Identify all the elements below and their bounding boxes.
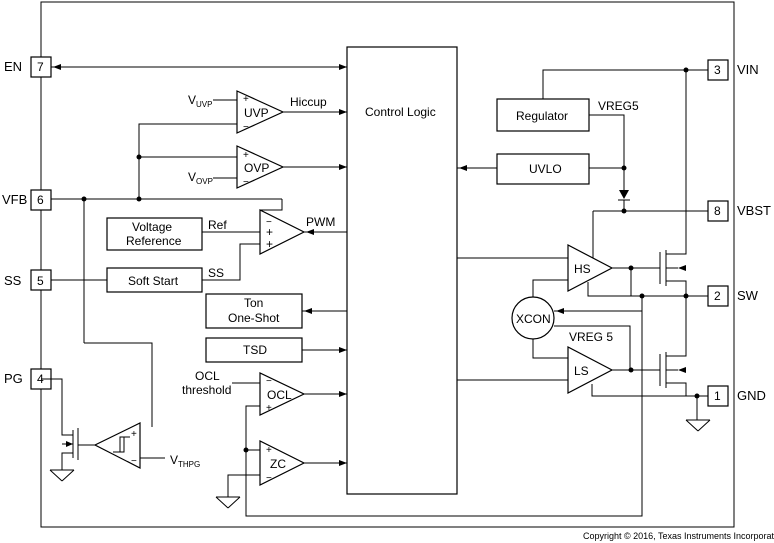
hs-driver: HS [567, 244, 614, 292]
ground-symbol-pg [49, 469, 75, 482]
svg-text:+: + [131, 429, 137, 440]
pin-sw: 2 SW [707, 285, 759, 307]
pin-gnd-number: 1 [714, 389, 721, 403]
svg-text:−: − [266, 473, 272, 484]
ground-symbol-zc [215, 496, 241, 509]
pg-transistor [61, 422, 79, 462]
svg-text:+: + [266, 403, 272, 414]
pin-pg-number: 4 [37, 372, 44, 386]
pwm-label: PWM [306, 215, 335, 229]
en-arrow-left [53, 64, 61, 70]
svg-text:Soft Start: Soft Start [128, 274, 179, 288]
svg-text:−: − [243, 177, 249, 188]
pin-vin: 3 VIN [707, 59, 759, 81]
svg-text:−: − [243, 122, 249, 133]
svg-text:HS: HS [574, 262, 591, 276]
svg-text:Reference: Reference [126, 234, 182, 248]
svg-text:ZC: ZC [270, 457, 286, 471]
svg-text:UVP: UVP [244, 106, 269, 120]
copyright-notice: Copyright © 2016, Texas Instruments Inco… [583, 531, 774, 541]
en-arrow-right [339, 64, 347, 70]
pin-en-number: 7 [37, 60, 44, 74]
pin-en: EN 7 [4, 56, 52, 78]
svg-text:+: + [266, 237, 273, 251]
control-logic-block [346, 46, 458, 495]
vuvp-label: VUVP [188, 93, 212, 109]
uvlo-block [496, 153, 590, 185]
pin-vfb-label: VFB [2, 192, 27, 207]
pin-vfb: VFB 6 [2, 189, 52, 211]
pin-vfb-number: 6 [37, 193, 44, 207]
svg-text:Voltage: Voltage [132, 220, 172, 234]
ls-driver: LS [567, 346, 614, 394]
ocl-comparator: OCL − + [259, 372, 306, 416]
pin-ss-number: 5 [37, 274, 44, 288]
tsd-block [205, 337, 303, 363]
svg-text:+: + [266, 225, 273, 239]
svg-text:−: − [266, 376, 272, 387]
pg-comparator: + − [93, 422, 141, 469]
pin-pg-label: PG [4, 371, 23, 386]
control-logic-label: Control Logic [365, 105, 436, 119]
pin-vbst-label: VBST [737, 203, 771, 218]
svg-text:Ton: Ton [244, 296, 263, 310]
pin-vin-label: VIN [737, 62, 759, 77]
svg-text:XCON: XCON [516, 312, 551, 326]
pin-ss-label: SS [4, 273, 22, 288]
vreg5-label: VREG5 [598, 99, 639, 113]
ground-symbol-right [685, 419, 711, 432]
vthpg-label: VTHPG [170, 453, 200, 469]
zc-comparator: ZC + − [259, 440, 306, 486]
pin-vin-number: 3 [714, 63, 721, 77]
svg-text:+: + [266, 445, 272, 456]
pin-gnd: 1 GND [707, 385, 766, 407]
soft-start-block [106, 267, 203, 293]
pin-sw-number: 2 [714, 289, 721, 303]
svg-text:Regulator: Regulator [516, 109, 568, 123]
pin-en-label: EN [4, 59, 22, 74]
ref-label: Ref [208, 218, 227, 232]
pwm-comparator: − + + [259, 209, 306, 255]
bootstrap-diode [619, 190, 629, 199]
vreg5-ls-label: VREG 5 [569, 330, 613, 344]
ton-one-shot-block [205, 293, 303, 329]
ocl-threshold-label-2: threshold [182, 383, 231, 397]
svg-text:+: + [243, 94, 249, 105]
voltage-reference-block [106, 217, 203, 251]
pin-gnd-label: GND [737, 388, 766, 403]
svg-text:OVP: OVP [244, 161, 269, 175]
high-side-fet [659, 70, 687, 296]
hiccup-label: Hiccup [290, 95, 327, 109]
low-side-fet [659, 296, 687, 396]
svg-text:−: − [266, 217, 272, 228]
ic-outline [40, 1, 735, 528]
svg-text:−: − [131, 456, 137, 467]
svg-text:One-Shot: One-Shot [228, 311, 280, 325]
svg-text:OCL: OCL [267, 388, 292, 402]
pin-vbst: 8 VBST [707, 200, 771, 222]
ss-signal-label: SS [208, 266, 224, 280]
ocl-threshold-label: OCL [195, 369, 220, 383]
pin-sw-label: SW [737, 288, 759, 303]
vovp-label: VOVP [188, 170, 213, 186]
ovp-comparator: OVP + − [236, 145, 285, 189]
uvp-comparator: UVP + − [236, 90, 285, 134]
svg-text:TSD: TSD [243, 343, 267, 357]
pin-ss: SS 5 [4, 269, 52, 291]
svg-text:LS: LS [574, 364, 589, 378]
pin-vbst-number: 8 [714, 204, 721, 218]
svg-text:UVLO: UVLO [529, 162, 562, 176]
svg-text:+: + [243, 150, 249, 161]
